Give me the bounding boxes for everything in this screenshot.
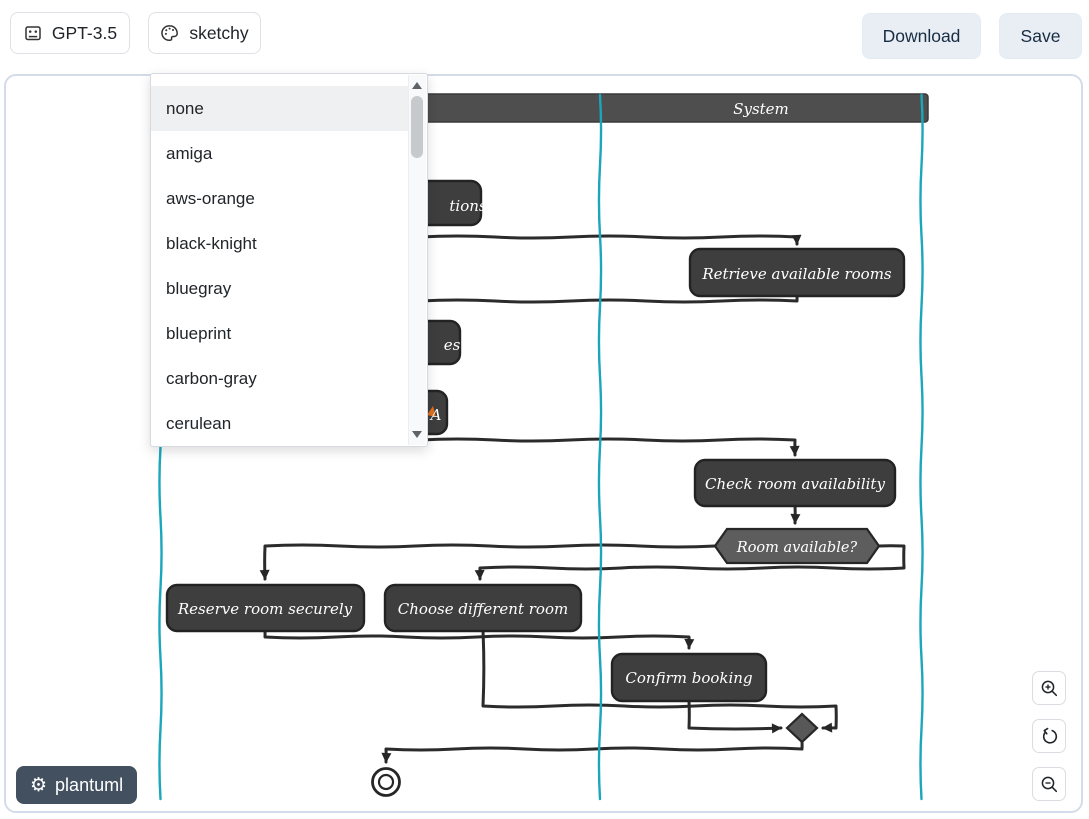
style-option-none[interactable]: none bbox=[151, 86, 408, 131]
zoom-in-icon bbox=[1041, 680, 1057, 696]
dropdown-scrollbar[interactable] bbox=[408, 75, 426, 445]
style-option-bluegray[interactable]: bluegray bbox=[166, 278, 232, 298]
gear-icon: ⚙ bbox=[30, 773, 48, 796]
flow-connector bbox=[474, 544, 906, 581]
style-option-blueprint[interactable]: blueprint bbox=[166, 323, 232, 343]
svg-text:Reserve room securely: Reserve room securely bbox=[177, 600, 353, 618]
svg-text:tions: tions bbox=[449, 197, 487, 215]
svg-text:es: es bbox=[444, 336, 461, 354]
style-option-black-knight[interactable]: black-knight bbox=[166, 233, 257, 253]
zoom-in-button[interactable] bbox=[1032, 671, 1066, 705]
style-option-cerulean[interactable]: cerulean bbox=[166, 413, 232, 433]
svg-text:Check room availability: Check room availability bbox=[705, 475, 885, 493]
swimlane-separator bbox=[919, 93, 924, 801]
swimlane-title: System bbox=[733, 100, 789, 118]
palette-icon bbox=[161, 25, 179, 41]
flow-connector bbox=[418, 294, 799, 304]
model-selector-button[interactable]: GPT-3.5 bbox=[10, 12, 130, 54]
flow-connector bbox=[481, 629, 838, 733]
style-option-aws-orange[interactable]: aws-orange bbox=[166, 188, 255, 208]
zoom-out-icon bbox=[1041, 776, 1057, 792]
merge-diamond bbox=[785, 712, 819, 744]
reset-view-button[interactable] bbox=[1032, 719, 1066, 753]
plantuml-engine-button[interactable]: ⚙ plantuml bbox=[16, 766, 138, 804]
style-option-carbon-gray[interactable]: carbon-gray bbox=[166, 368, 257, 388]
svg-text:Room available?: Room available? bbox=[736, 540, 858, 556]
orange-fragment bbox=[427, 406, 436, 417]
swimlane-separator bbox=[597, 93, 603, 801]
svg-text:Confirm booking: Confirm booking bbox=[625, 669, 752, 687]
flow-connector bbox=[259, 543, 717, 581]
flow-connector bbox=[263, 629, 695, 650]
robot-icon bbox=[25, 26, 41, 41]
save-button[interactable]: Save bbox=[999, 13, 1082, 59]
activity-confirm-booking: Confirm booking bbox=[610, 652, 768, 703]
svg-text:Retrieve available rooms: Retrieve available rooms bbox=[701, 265, 892, 283]
svg-text:A: A bbox=[429, 406, 442, 424]
flow-connector bbox=[418, 234, 802, 246]
style-option-amiga[interactable]: amiga bbox=[166, 143, 213, 163]
flow-connector bbox=[381, 740, 804, 764]
svg-text:Choose different room: Choose different room bbox=[398, 600, 568, 618]
decision-room-available: Room available? bbox=[713, 527, 881, 565]
scrollbar-thumb[interactable] bbox=[411, 96, 423, 158]
style-dropdown-list: none amiga aws-orange black-knight bluegray b… bbox=[150, 73, 428, 447]
download-button[interactable]: Download bbox=[862, 13, 981, 59]
zoom-out-button[interactable] bbox=[1032, 767, 1066, 801]
activity-check-availability: Check room availability bbox=[693, 458, 897, 508]
scroll-up-icon[interactable] bbox=[412, 82, 422, 89]
flow-connector bbox=[418, 437, 800, 457]
style-selector-button[interactable]: sketchy bbox=[148, 12, 261, 54]
activity-choose-room: Choose different room bbox=[383, 583, 583, 633]
end-node bbox=[371, 767, 401, 797]
reset-view-icon bbox=[1042, 727, 1057, 744]
style-label: sketchy bbox=[189, 22, 249, 43]
flow-connector bbox=[687, 699, 783, 734]
activity-reserve-room: Reserve room securely bbox=[165, 583, 366, 633]
activity-retrieve-rooms: Retrieve available rooms bbox=[688, 247, 906, 298]
model-label: GPT-3.5 bbox=[51, 22, 118, 43]
scroll-down-icon[interactable] bbox=[412, 431, 422, 438]
